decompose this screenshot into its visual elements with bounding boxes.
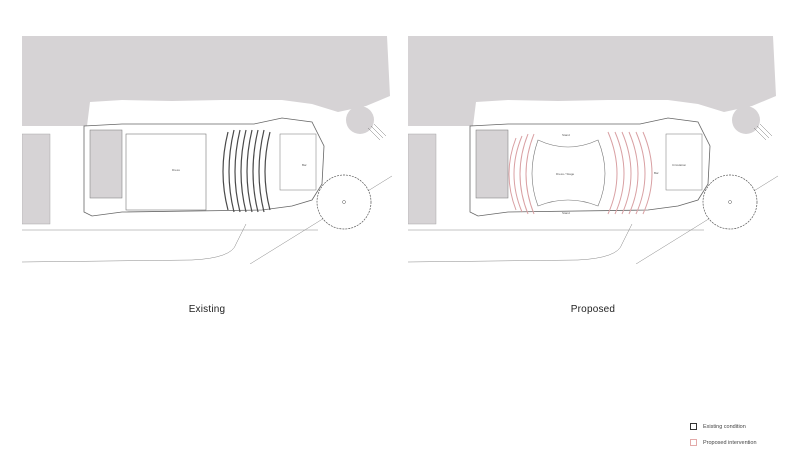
legend-label-existing: Existing condition xyxy=(703,423,746,430)
label-side-b: Circulation xyxy=(672,163,687,167)
caption-existing: Existing xyxy=(188,304,226,315)
road-edge xyxy=(408,223,633,263)
proposed-plan-drawing: Dress / Stage Stand Stand Bar Circulatio… xyxy=(408,36,778,264)
rotunda xyxy=(346,106,374,134)
legend: Existing condition Proposed intervention xyxy=(690,421,798,453)
left-service-block xyxy=(475,129,509,199)
legend-existing: Existing condition xyxy=(690,421,798,432)
tree-canopy xyxy=(316,174,372,230)
road-edge xyxy=(22,223,247,263)
building-outline xyxy=(469,117,711,217)
tree-trunk xyxy=(728,200,732,204)
seating-right xyxy=(607,131,653,215)
building-outline xyxy=(83,117,325,217)
seating-rows xyxy=(222,129,271,213)
rotunda xyxy=(732,106,760,134)
label-side-a: Bar xyxy=(654,171,659,175)
label-stage: Dress / Stage xyxy=(556,172,575,176)
staircase xyxy=(367,123,387,141)
seating-left xyxy=(508,133,535,215)
central-performance-space xyxy=(531,139,606,207)
legend-swatch-proposed xyxy=(690,439,697,446)
context-building-block xyxy=(22,36,390,126)
label-side: Bar xyxy=(302,163,307,167)
left-service-block xyxy=(89,129,123,199)
legend-swatch-existing xyxy=(690,423,697,430)
tree-trunk xyxy=(342,200,346,204)
existing-floor-plan: Dress Bar xyxy=(22,34,392,264)
proposed-floor-plan: Dress / Stage Stand Stand Bar Circulatio… xyxy=(408,34,778,264)
foyer xyxy=(279,133,317,191)
label-stage: Dress xyxy=(172,168,180,172)
legend-proposed: Proposed intervention xyxy=(690,437,798,448)
label-top: Stand xyxy=(562,133,570,137)
context-left-block xyxy=(408,133,437,225)
tree-canopy xyxy=(702,174,758,230)
stage-area xyxy=(125,133,207,211)
label-bottom: Stand xyxy=(562,211,570,215)
context-left-block xyxy=(22,133,51,225)
caption-proposed: Proposed xyxy=(570,304,616,315)
staircase xyxy=(753,123,773,141)
legend-label-proposed: Proposed intervention xyxy=(703,439,757,446)
context-building-block xyxy=(408,36,776,126)
foyer xyxy=(665,133,703,191)
existing-plan-drawing: Dress Bar xyxy=(22,36,392,264)
